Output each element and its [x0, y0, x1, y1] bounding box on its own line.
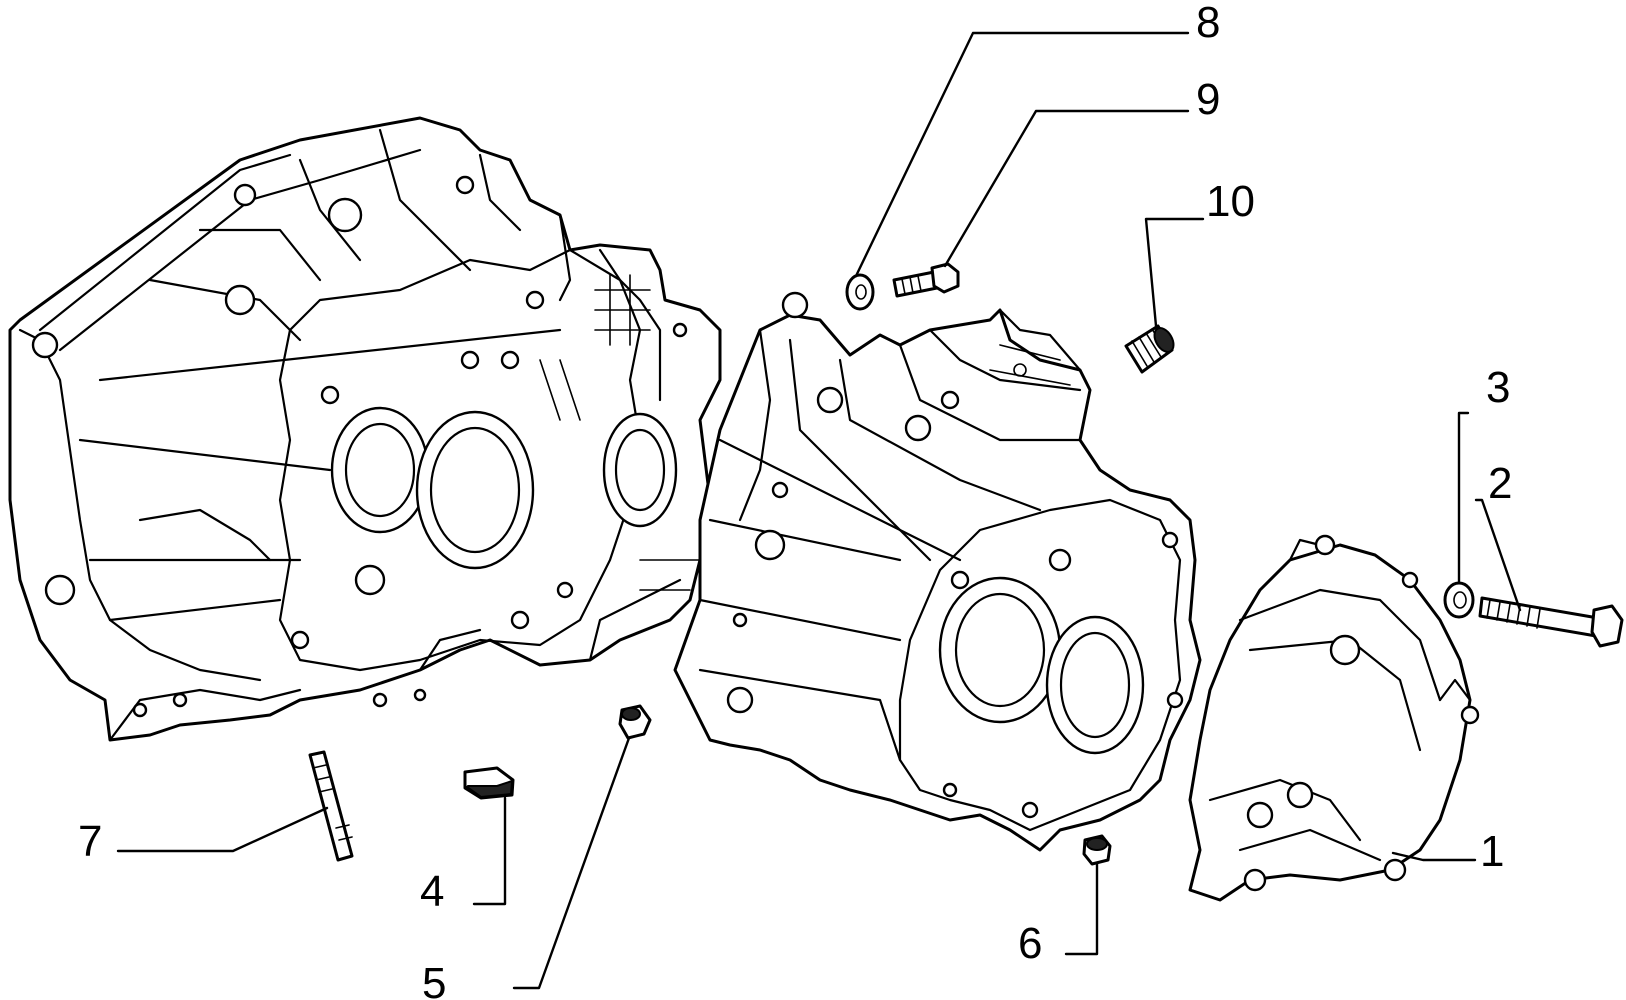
callout-5: 5 [422, 959, 446, 1000]
leader-6 [1064, 862, 1099, 956]
callout-4: 4 [420, 867, 444, 916]
leader-lines [116, 31, 1522, 990]
bolt-part-9 [892, 262, 960, 298]
callout-7: 7 [78, 817, 102, 866]
bolt-part-2 [1478, 596, 1624, 648]
leader-2 [1474, 498, 1522, 612]
callout-2: 2 [1488, 459, 1512, 508]
washer-part-3 [1443, 581, 1475, 619]
leader-8 [854, 31, 1190, 278]
callout-6: 6 [1018, 919, 1042, 968]
breather-part-10 [1124, 324, 1175, 374]
plug-part-6 [1082, 834, 1112, 866]
leader-3 [1457, 411, 1470, 584]
plate-part-4 [463, 766, 515, 800]
callout-labels: 1 2 3 4 5 6 7 8 9 10 [78, 0, 1512, 1000]
leader-10 [1144, 217, 1205, 328]
stud-part-7 [308, 750, 354, 862]
leader-9 [943, 109, 1190, 268]
callout-8: 8 [1196, 0, 1220, 47]
washer-part-8 [845, 273, 875, 311]
leader-1 [1391, 851, 1477, 862]
rear-cover [1188, 534, 1480, 902]
leader-5 [512, 736, 631, 990]
callout-3: 3 [1486, 363, 1510, 412]
leader-7 [116, 806, 329, 853]
gearbox-housing [673, 291, 1202, 852]
bush-part-5 [618, 704, 652, 740]
callout-10: 10 [1206, 177, 1255, 226]
clutch-housing [8, 116, 722, 742]
callout-1: 1 [1480, 827, 1504, 876]
callout-9: 9 [1196, 75, 1220, 124]
leader-4 [472, 796, 507, 906]
